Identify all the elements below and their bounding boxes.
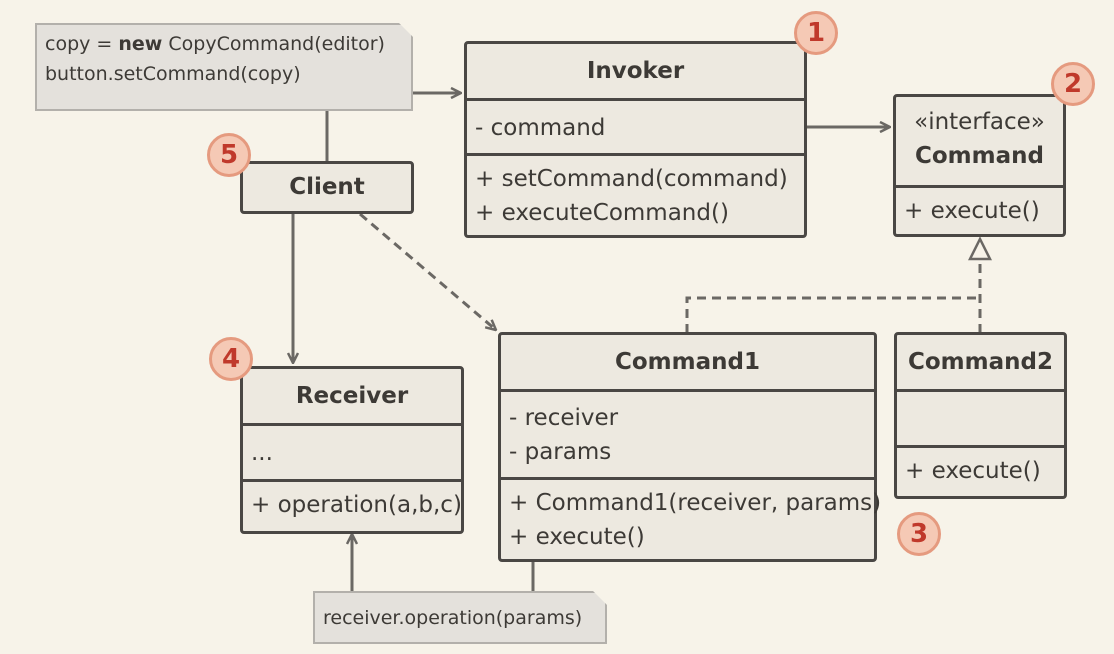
command-interface-header: «interface» Command bbox=[896, 97, 1063, 185]
command-interface-class: «interface» Command + execute() bbox=[893, 94, 1066, 237]
invoker-title: Invoker bbox=[586, 58, 685, 84]
receiver-class: Receiver ... + operation(a,b,c) bbox=[240, 366, 464, 534]
client-class: Client bbox=[240, 161, 414, 214]
receiver-method: + operation(a,b,c) bbox=[251, 492, 462, 518]
command1-method: + execute() bbox=[509, 524, 645, 550]
command1-class: Command1 - receiver - params + Command1(… bbox=[498, 332, 882, 562]
badge-1: 1 bbox=[794, 11, 838, 55]
command-interface-title: Command bbox=[915, 143, 1044, 169]
client-title: Client bbox=[289, 174, 365, 200]
command2-methods: + execute() bbox=[897, 445, 1064, 488]
command1-fields: - receiver - params bbox=[501, 389, 874, 477]
invoker-field: - command bbox=[475, 115, 606, 141]
invoker-method: + setCommand(command) bbox=[475, 166, 788, 192]
receiver-field: ... bbox=[251, 440, 273, 466]
command-interface-method: + execute() bbox=[904, 198, 1040, 224]
badge-2: 2 bbox=[1051, 62, 1095, 106]
invoker-class: Invoker - command + setCommand(command) … bbox=[464, 41, 807, 238]
client-code-note: copy = new CopyCommand(editor) button.se… bbox=[35, 23, 413, 111]
command-interface-methods: + execute() bbox=[896, 185, 1063, 228]
badge-3: 3 bbox=[897, 512, 941, 556]
interface-stereotype: «interface» bbox=[914, 109, 1045, 135]
command1-method: + Command1(receiver, params) bbox=[509, 490, 882, 516]
command1-field: - params bbox=[509, 439, 612, 465]
command2-method: + execute() bbox=[905, 458, 1041, 484]
badge-5: 5 bbox=[207, 133, 251, 177]
note-line-2: button.setCommand(copy) bbox=[45, 63, 301, 85]
invoker-methods: + setCommand(command) + executeCommand() bbox=[467, 153, 804, 230]
badge-4: 4 bbox=[209, 337, 253, 381]
receiver-methods: + operation(a,b,c) bbox=[243, 479, 462, 522]
receiver-fields: ... bbox=[243, 423, 461, 479]
note-text: receiver.operation(params) bbox=[323, 607, 583, 629]
command1-field: - receiver bbox=[509, 405, 619, 431]
command2-class: Command2 + execute() bbox=[894, 332, 1067, 499]
invoker-fields: - command bbox=[467, 98, 804, 153]
command1-title: Command1 bbox=[615, 349, 760, 375]
invoker-method: + executeCommand() bbox=[475, 200, 729, 226]
receiver-title: Receiver bbox=[295, 383, 409, 409]
command1-methods: + Command1(receiver, params) + execute() bbox=[501, 477, 882, 554]
command2-title: Command2 bbox=[908, 349, 1053, 375]
note-line-1: copy = new CopyCommand(editor) bbox=[45, 33, 385, 55]
command1-realization-line bbox=[685, 296, 980, 333]
command2-fields bbox=[897, 389, 1064, 445]
command1-code-note: receiver.operation(params) bbox=[313, 591, 607, 644]
